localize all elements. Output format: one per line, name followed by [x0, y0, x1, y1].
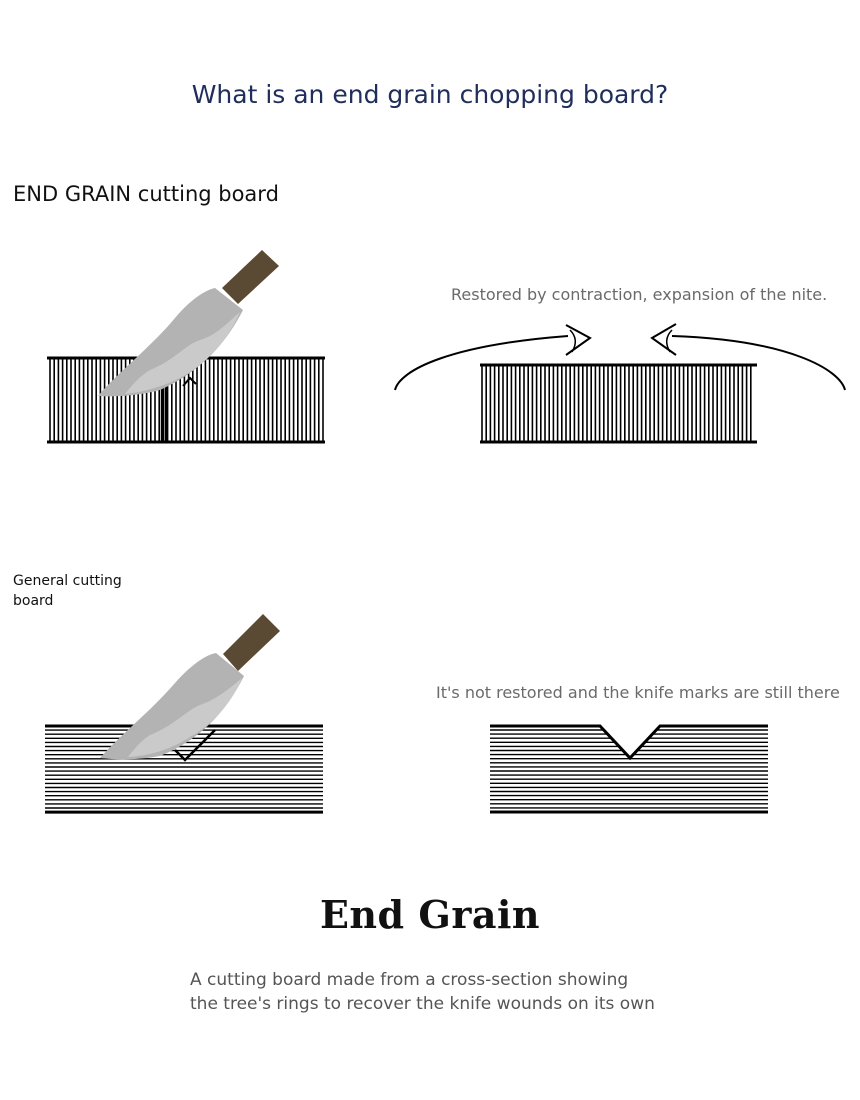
general-board-caption: It's not restored and the knife marks ar…	[436, 683, 840, 702]
kitchen-knife-icon	[100, 614, 280, 762]
summary-description-line: the tree's rings to recover the knife wo…	[190, 994, 655, 1014]
general-board-heading: General cutting board	[13, 573, 122, 609]
summary-title: End Grain	[319, 892, 541, 937]
end-grain-board-cut	[47, 356, 325, 444]
end-grain-heading: END GRAIN cutting board	[13, 182, 279, 206]
end-grain-board-restored	[480, 363, 757, 444]
page-title: What is an end grain chopping board?	[191, 80, 669, 109]
end-grain-caption: Restored by contraction, expansion of th…	[451, 285, 828, 304]
curved-arrow-icon	[650, 323, 846, 391]
curved-arrow-icon	[394, 324, 592, 391]
general-board-notched	[490, 724, 768, 814]
summary-description-line: A cutting board made from a cross-sectio…	[190, 970, 629, 990]
summary-description: A cutting board made from a cross-sectio…	[190, 968, 655, 1016]
kitchen-knife-icon	[98, 250, 279, 397]
